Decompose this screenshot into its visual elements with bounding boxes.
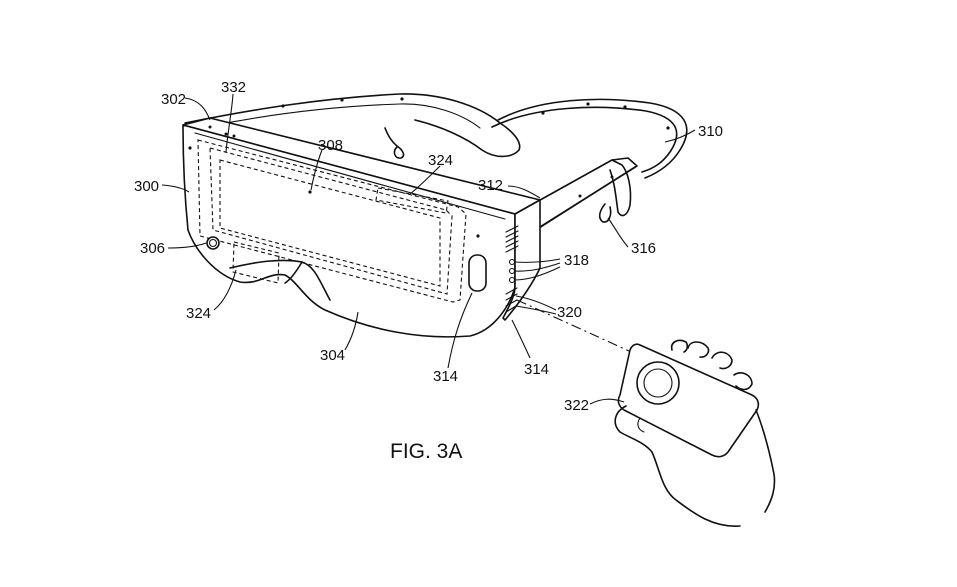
label-314-side: 314 xyxy=(524,361,549,378)
remote-controller xyxy=(617,343,760,458)
label-304: 304 xyxy=(320,347,345,364)
button-306 xyxy=(206,236,220,250)
label-306: 306 xyxy=(140,240,165,257)
side-slot-314 xyxy=(468,254,487,292)
label-318: 318 xyxy=(564,252,589,269)
label-324-top: 324 xyxy=(428,152,453,169)
label-312: 312 xyxy=(478,177,503,194)
label-310: 310 xyxy=(698,123,723,140)
signal-line xyxy=(516,299,641,357)
label-302: 302 xyxy=(161,91,186,108)
label-322: 322 xyxy=(564,397,589,414)
label-308: 308 xyxy=(318,137,343,154)
sensor-324-bottom xyxy=(232,241,280,284)
label-316: 316 xyxy=(631,240,656,257)
leader-lines xyxy=(161,93,696,405)
label-332: 332 xyxy=(221,79,246,96)
label-324-bottom: 324 xyxy=(186,305,211,322)
head-strap xyxy=(491,98,688,179)
headset-housing xyxy=(182,117,541,338)
label-320: 320 xyxy=(557,304,582,321)
display-outline xyxy=(197,139,467,303)
label-314-front: 314 xyxy=(433,368,458,385)
figure-caption: FIG. 3A xyxy=(390,440,462,463)
hand xyxy=(614,339,776,527)
left-temple-arm xyxy=(184,93,521,159)
label-300: 300 xyxy=(134,178,159,195)
